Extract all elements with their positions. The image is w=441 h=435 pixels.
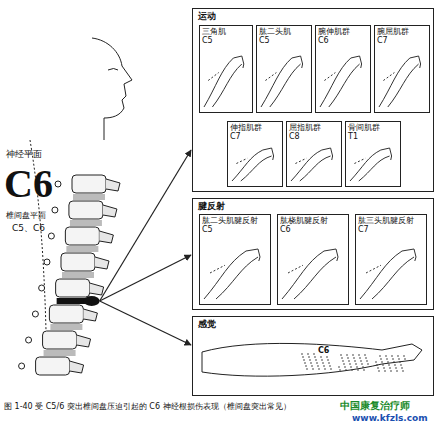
test-name: 伸指肌群 [230, 123, 280, 132]
figure-caption: 图 1-40 受 C5/6 突出椎间盘压迫引起的 C6 神经根损伤表现（椎间盘突… [4, 403, 334, 412]
level-caption: 神经平面 [6, 150, 42, 160]
section-heading: 腱反射 [198, 201, 428, 211]
test-panel: 屈指肌群C8 [286, 121, 342, 187]
test-name: 三角肌 [202, 27, 250, 36]
section-heading: 运动 [198, 11, 428, 21]
test-panel: 肱二头肌C5 [256, 25, 312, 113]
test-name: 腕伸肌群 [318, 27, 368, 36]
eye [108, 69, 118, 71]
level-caption: 椎间盘平面 [6, 212, 46, 221]
test-name: 腕屈肌群 [377, 27, 427, 36]
test-name: 肱三头肌腱反射 [358, 216, 424, 225]
segment-level: C6 [318, 36, 368, 45]
test-panel: 伸指肌群C7 [227, 121, 283, 187]
pointer-arrow [100, 255, 191, 301]
pointer-arrow [100, 150, 191, 301]
pointer-arrow [100, 301, 191, 345]
segment-level: C5 [259, 36, 309, 45]
limb-sketch [204, 56, 421, 299]
segment-level: C5 [202, 36, 250, 45]
section-heading: 感觉 [198, 319, 428, 329]
segment-level: C8 [289, 132, 339, 141]
watermark: 中国康复治疗师 [340, 400, 410, 411]
disc-level: C5、C6 [12, 224, 45, 234]
segment-level: C5 [202, 225, 268, 234]
test-name: 肱桡肌腱反射 [280, 216, 346, 225]
nerve-level: C6 [4, 162, 53, 206]
test-panel: 肱桡肌腱反射C6 [277, 214, 349, 305]
test-panel: 腕伸肌群C6 [315, 25, 371, 113]
segment-level: T1 [348, 132, 398, 141]
test-name: 屈指肌群 [289, 123, 339, 132]
test-panel: 肱二头肌腱反射C5 [199, 214, 271, 305]
dermatome-arm [202, 343, 422, 376]
test-name: 肱二头肌腱反射 [202, 216, 268, 225]
dermatome-label: C6 [318, 347, 329, 356]
test-panel: 腕屈肌群C7 [374, 25, 430, 113]
face-profile [92, 38, 132, 140]
test-name: 肱二头肌 [259, 27, 309, 36]
segment-level: C7 [377, 36, 427, 45]
segment-level: C7 [230, 132, 280, 141]
test-panel: 骨间肌群T1 [345, 121, 401, 187]
segment-level: C7 [358, 225, 424, 234]
segment-level: C6 [280, 225, 346, 234]
test-name: 骨间肌群 [348, 123, 398, 132]
category-box: 运动三角肌C5肱二头肌C5腕伸肌群C6腕屈肌群C7伸指肌群C7屈指肌群C8骨间肌… [192, 8, 434, 192]
watermark: www.kfzls.com [352, 414, 428, 424]
category-box: 腱反射肱二头肌腱反射C5肱桡肌腱反射C6肱三头肌腱反射C7 [192, 198, 434, 310]
test-panel: 肱三头肌腱反射C7 [355, 214, 427, 305]
category-box: 感觉 [192, 316, 434, 396]
test-panel: 三角肌C5 [199, 25, 253, 113]
